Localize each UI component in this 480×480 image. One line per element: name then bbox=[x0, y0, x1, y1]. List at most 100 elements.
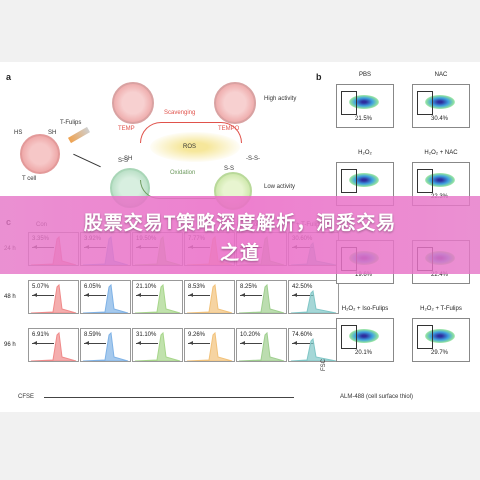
panel-c-histogram-cell: 74.60% bbox=[288, 328, 339, 362]
ros-label: ROS bbox=[183, 144, 197, 150]
panel-c-percent-label: 5.07% bbox=[32, 284, 50, 290]
cfse-axis-arrow-icon bbox=[44, 397, 294, 398]
panel-b-x-label: ALM-488 (cell surface thiol) bbox=[340, 394, 414, 400]
panel-c-row-label: 96 h bbox=[4, 342, 16, 348]
tempo-label: TEMPO bbox=[218, 126, 240, 132]
panel-b-y-label: FSC bbox=[321, 359, 327, 371]
histogram-peak bbox=[186, 331, 233, 361]
panel-b-percent-label: 21.5% bbox=[355, 116, 373, 122]
oxidation-label: Oxidation bbox=[170, 170, 196, 176]
gate-box bbox=[341, 325, 357, 349]
panel-c-histogram-cell: 5.07% bbox=[28, 280, 79, 314]
title-overlay-banner: 股票交易T策略深度解析，洞悉交易 之道 bbox=[0, 196, 480, 274]
panel-b-condition-title: H₂O₂ + T-Fulips bbox=[420, 306, 462, 312]
panel-c-percent-label: 6.91% bbox=[32, 332, 50, 338]
panel-c-percent-label: 8.59% bbox=[84, 332, 102, 338]
panel-c-percent-label: 8.25% bbox=[240, 284, 258, 290]
panel-c-histogram-cell: 8.53% bbox=[184, 280, 235, 314]
panel-b-flow-plot: 20.1% bbox=[336, 318, 394, 362]
hs-label: HS bbox=[14, 130, 23, 136]
histogram-peak bbox=[290, 337, 337, 361]
t-cell-icon bbox=[20, 134, 60, 174]
gate-arrow-icon bbox=[32, 341, 54, 345]
panel-b-flow-plot: 21.5% bbox=[336, 84, 394, 128]
t-fulips-label: T-Fulips bbox=[60, 120, 82, 126]
panel-c-histogram-cell: 8.25% bbox=[236, 280, 287, 314]
histogram-peak bbox=[82, 331, 129, 361]
gate-arrow-icon bbox=[240, 293, 262, 297]
gate-arrow-icon bbox=[292, 293, 314, 297]
gate-box bbox=[417, 91, 433, 115]
panel-c-histogram-cell: 10.20% bbox=[236, 328, 287, 362]
panel-b-condition-title: H₂O₂ bbox=[358, 150, 372, 156]
panel-b-percent-label: 22.4% bbox=[431, 272, 449, 278]
panel-c-histogram-cell: 8.59% bbox=[80, 328, 131, 362]
panel-c-x-label: CFSE bbox=[18, 394, 35, 400]
panel-c-percent-label: 42.50% bbox=[292, 284, 313, 290]
panel-b-percent-label: 20.1% bbox=[355, 350, 373, 356]
panel-c-percent-label: 31.10% bbox=[136, 332, 157, 338]
panel-b-condition-title: NAC bbox=[434, 72, 448, 78]
ros-glow bbox=[150, 132, 240, 162]
gate-box bbox=[341, 91, 357, 115]
t-cell-label: T cell bbox=[22, 176, 37, 182]
gate-arrow-icon bbox=[188, 341, 210, 345]
gate-arrow-icon bbox=[32, 293, 54, 297]
scavenging-label: Scavenging bbox=[164, 110, 196, 116]
gate-arrow-icon bbox=[292, 341, 314, 345]
histogram-peak bbox=[238, 331, 285, 361]
panel-a-letter: a bbox=[6, 72, 12, 82]
panel-b-percent-label: 19.6% bbox=[355, 272, 373, 278]
panel-b-percent-label: 30.4% bbox=[431, 116, 449, 122]
t-fulips-icon bbox=[67, 126, 91, 144]
gate-arrow-icon bbox=[240, 341, 262, 345]
gate-arrow-icon bbox=[188, 293, 210, 297]
panel-c-histogram-cell: 21.10% bbox=[132, 280, 183, 314]
panel-c-histogram-cell: 9.26% bbox=[184, 328, 235, 362]
gate-box bbox=[341, 169, 357, 193]
panel-b-letter: b bbox=[316, 72, 322, 82]
tempo-cell-icon bbox=[214, 82, 256, 124]
gate-arrow-icon bbox=[136, 293, 158, 297]
gate-box bbox=[417, 325, 433, 349]
ss-label-right: S-S bbox=[224, 166, 235, 172]
high-activity-label: High activity bbox=[264, 96, 297, 102]
sh-minus-label: -SH bbox=[122, 156, 133, 162]
panel-c-histogram-cell: 42.50% bbox=[288, 280, 339, 314]
ss-label-left: S-S bbox=[118, 158, 129, 164]
panel-b-condition-title: H₂O₂ + NAC bbox=[424, 150, 458, 156]
arrow-icon bbox=[73, 153, 101, 168]
gate-box bbox=[417, 169, 433, 193]
gate-arrow-icon bbox=[136, 341, 158, 345]
gate-arrow-icon bbox=[84, 293, 106, 297]
ss-minus-label: -S-S- bbox=[246, 156, 260, 162]
panel-b-condition-title: H₂O₂ + Iso-Fulips bbox=[341, 306, 389, 312]
panel-b-condition-title: PBS bbox=[358, 72, 371, 78]
panel-c-histogram-cell: 6.05% bbox=[80, 280, 131, 314]
sh-label: SH bbox=[48, 130, 57, 136]
panel-c-histogram-cell: 6.91% bbox=[28, 328, 79, 362]
histogram-peak bbox=[82, 283, 129, 313]
panel-c-percent-label: 74.60% bbox=[292, 332, 313, 338]
histogram-peak bbox=[290, 289, 337, 313]
panel-b-percent-label: 29.7% bbox=[431, 350, 449, 356]
panel-c-percent-label: 21.10% bbox=[136, 284, 157, 290]
panel-b-flow-plot: 30.4% bbox=[412, 84, 470, 128]
gate-arrow-icon bbox=[84, 341, 106, 345]
histogram-peak bbox=[134, 331, 181, 361]
temp-cell-icon bbox=[112, 82, 154, 124]
panel-c-percent-label: 10.20% bbox=[240, 332, 261, 338]
histogram-peak bbox=[30, 283, 77, 313]
histogram-peak bbox=[30, 331, 77, 361]
panel-c-percent-label: 8.53% bbox=[188, 284, 206, 290]
temp-label: TEMP bbox=[118, 126, 135, 132]
overlay-title-line2: 之道 bbox=[219, 243, 260, 264]
panel-c-percent-label: 9.26% bbox=[188, 332, 206, 338]
panel-c-row-label: 48 h bbox=[4, 294, 16, 300]
histogram-peak bbox=[186, 283, 233, 313]
panel-c-percent-label: 6.05% bbox=[84, 284, 102, 290]
histogram-peak bbox=[238, 283, 285, 313]
panel-c-histogram-cell: 31.10% bbox=[132, 328, 183, 362]
low-activity-label: Low activity bbox=[264, 184, 296, 190]
overlay-title-line1: 股票交易T策略深度解析，洞悉交易 bbox=[83, 213, 397, 234]
